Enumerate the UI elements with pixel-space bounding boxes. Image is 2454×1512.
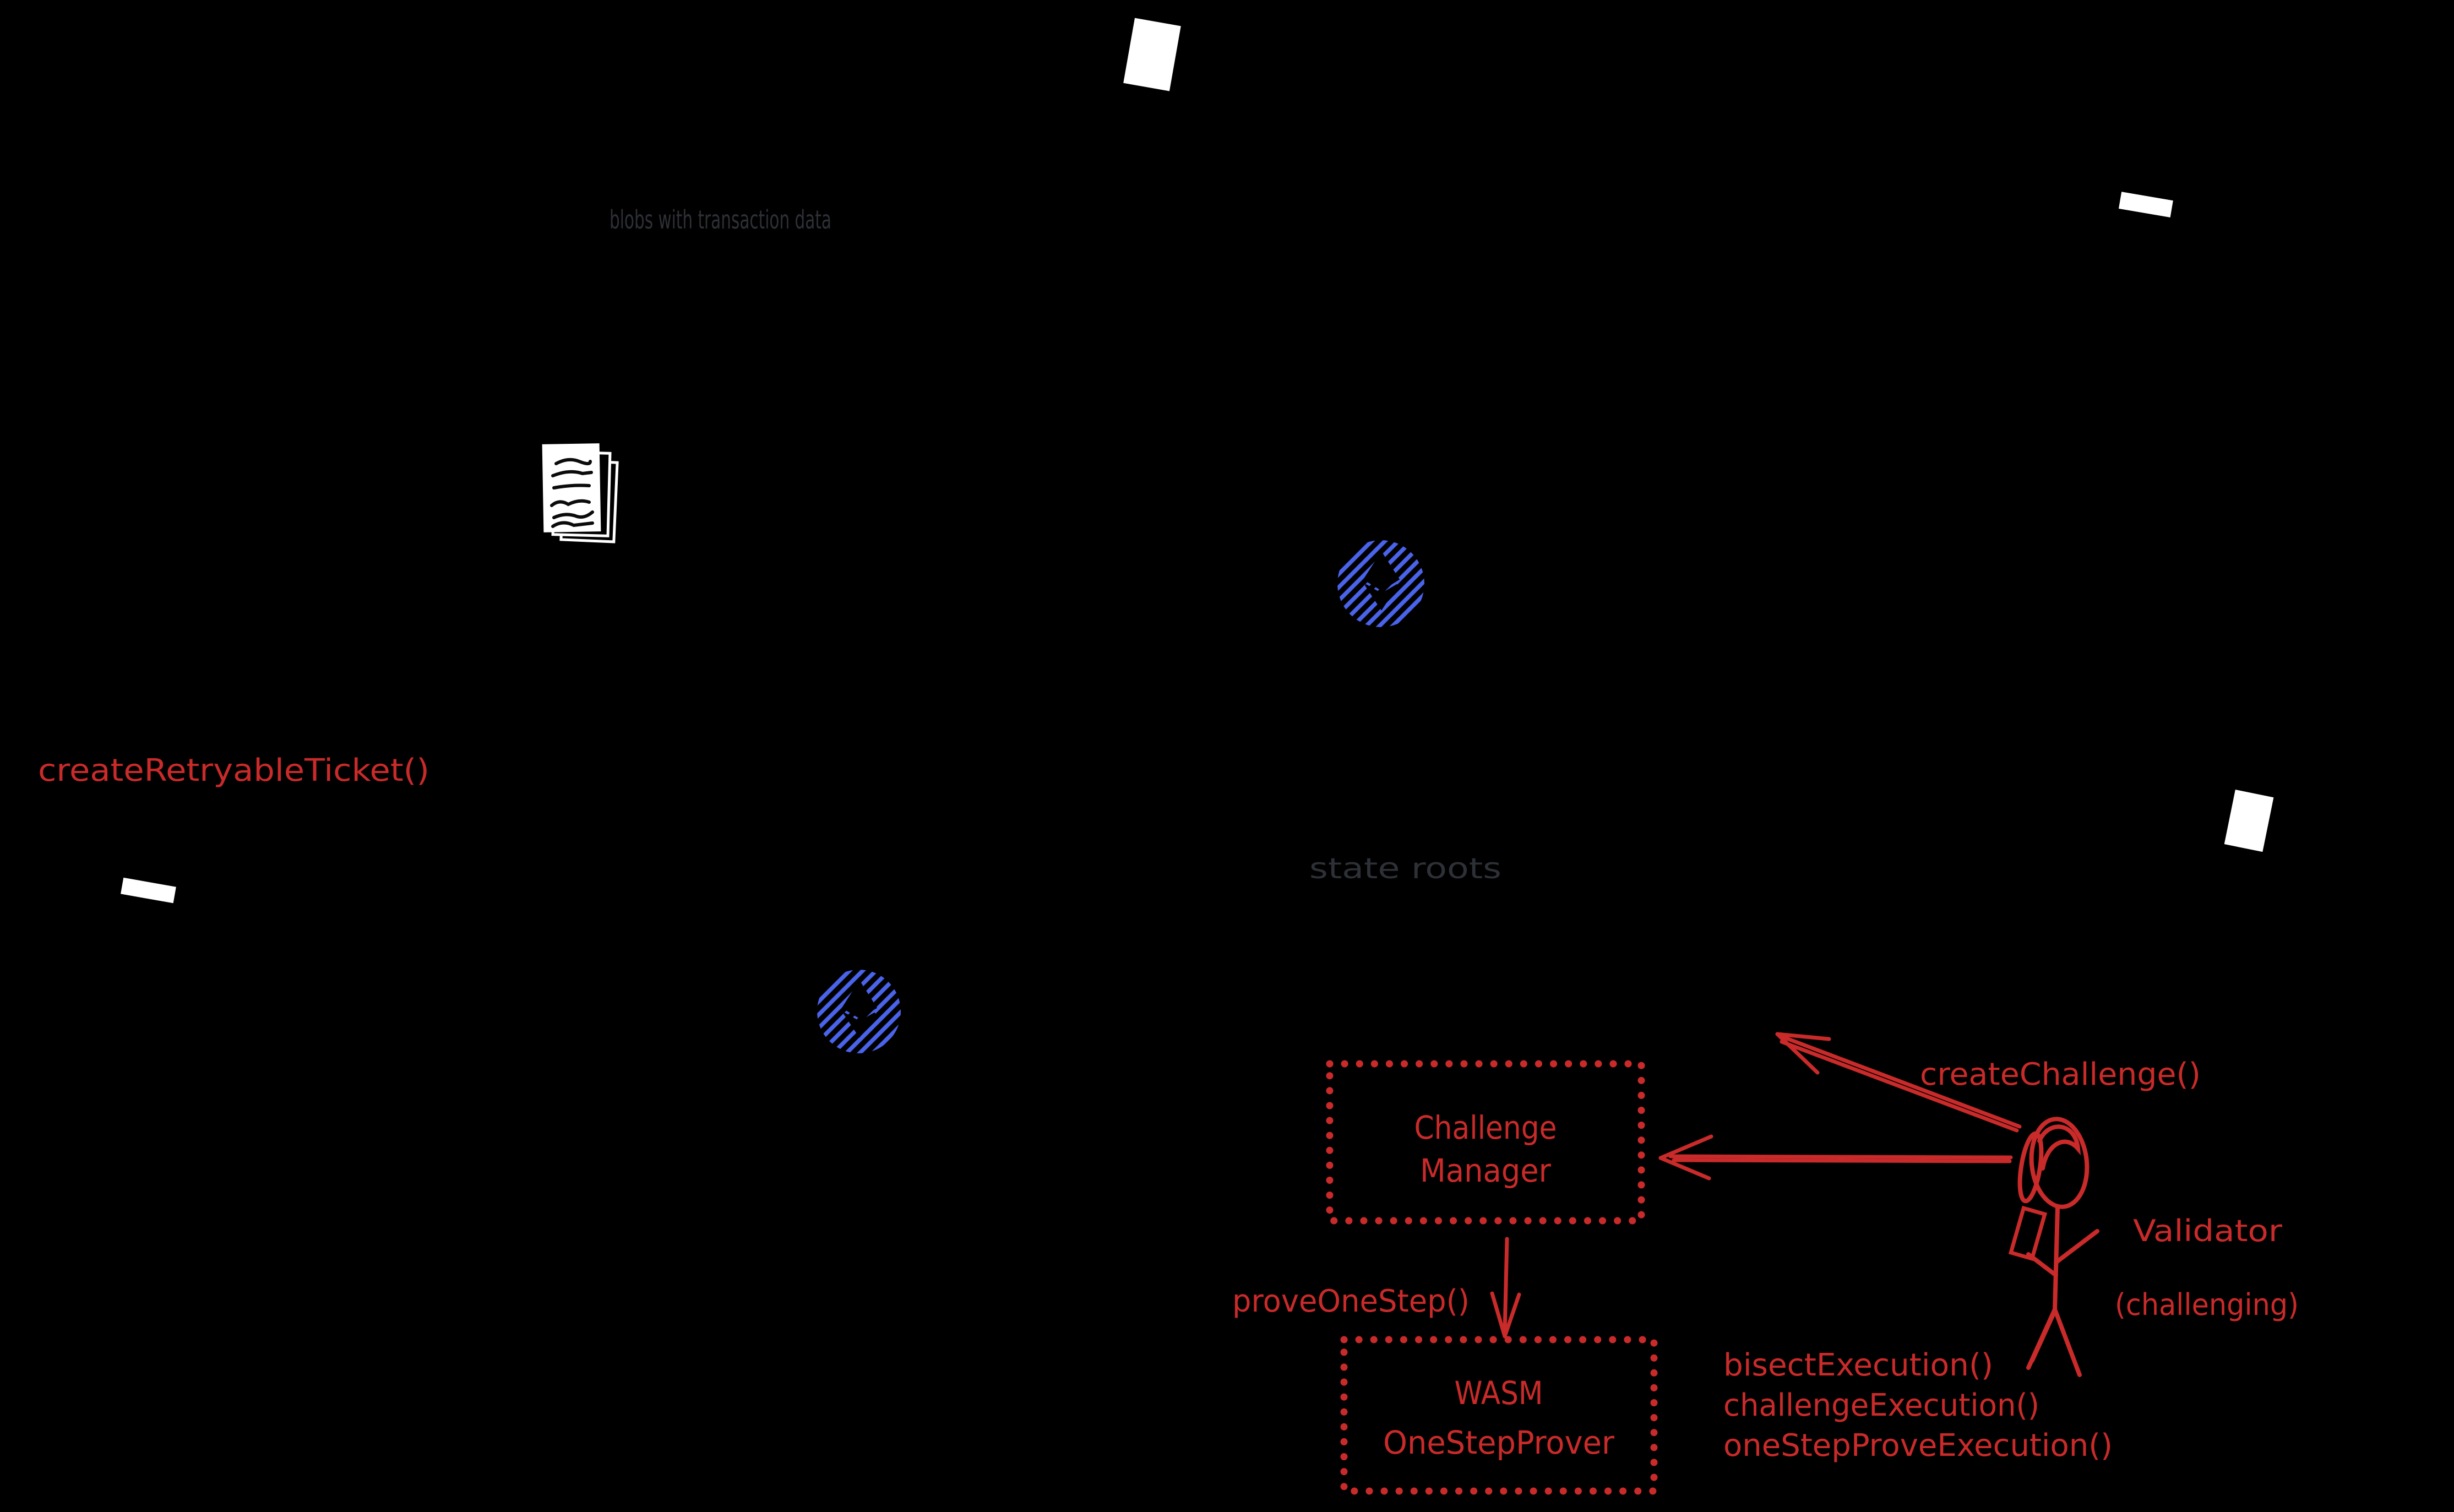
ethereum-logo-icon-top (1337, 540, 1424, 627)
challenge-manager-label-line2: Manager (1420, 1152, 1551, 1189)
wasm-label-line1: WASM (1455, 1374, 1543, 1412)
validator-arm-left (2026, 1252, 2058, 1277)
validator-figure (2008, 1117, 2099, 1377)
prove-one-step-label: proveOneStep() (1232, 1283, 1470, 1319)
validator-raised-arm (2017, 1131, 2044, 1204)
validator-leg-right (2053, 1307, 2082, 1377)
prove-one-step-arrow (1490, 1237, 1521, 1339)
validator-arm-right (2054, 1229, 2099, 1264)
validator-leg-left-sketch (2031, 1309, 2058, 1363)
validator-hair (2037, 1124, 2081, 1171)
white-block-right-top (2118, 192, 2173, 217)
phone-icon (2008, 1205, 2048, 1261)
validator-body (2053, 1206, 2060, 1313)
method-one-step-prove-execution-label: oneStepProveExecution() (1723, 1428, 2113, 1464)
wasm-label-line2: OneStepProver (1383, 1424, 1614, 1461)
wasm-one-step-prover-box: WASM OneStepProver (1340, 1336, 1658, 1495)
validator-head (2029, 1117, 2090, 1209)
create-challenge-label: createChallenge() (1920, 1057, 2201, 1092)
white-block-left (121, 877, 176, 904)
method-challenge-execution-label: challengeExecution() (1723, 1388, 2039, 1423)
challenge-manager-box: Challenge Manager (1326, 1060, 1645, 1225)
method-bisect-execution-label: bisectExecution() (1723, 1347, 1993, 1383)
transaction-batch-document-icon (542, 443, 619, 543)
state-roots-label: state roots (1309, 852, 1501, 885)
challenge-manager-arrow (1658, 1134, 2013, 1181)
blobs-label: blobs with transaction data (610, 205, 831, 235)
validator-name-label: Validator (2133, 1214, 2283, 1248)
ethereum-logo-icon-left (817, 970, 901, 1053)
challenge-manager-label-line1: Challenge (1414, 1109, 1557, 1146)
create-retryable-ticket-label: createRetryableTicket() (38, 753, 429, 788)
create-challenge-arrow (1775, 1032, 2022, 1133)
white-block-top (1123, 18, 1181, 91)
validator-role-label: (challenging) (2115, 1287, 2299, 1322)
white-block-right-middle (2224, 790, 2274, 852)
